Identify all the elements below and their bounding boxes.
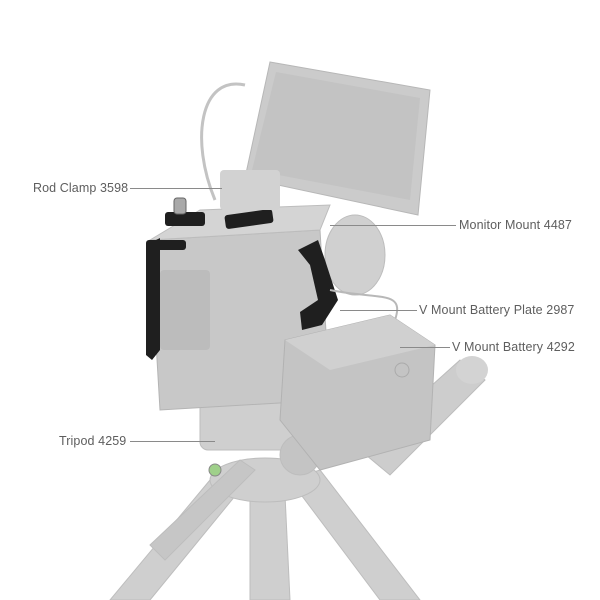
vmount-plate-leader-line [340, 310, 417, 311]
vmount-battery-label: V Mount Battery 4292 [452, 340, 575, 354]
vmount-plate-label: V Mount Battery Plate 2987 [419, 303, 575, 317]
lens-graphic [324, 214, 386, 296]
vmount-battery-leader-line [400, 347, 450, 348]
rod-clamp-leader-line [130, 188, 222, 189]
rod-clamp-label: Rod Clamp 3598 [33, 181, 129, 195]
cable-graphic [200, 82, 246, 201]
vmount-battery-graphic [279, 314, 436, 471]
rod-clamp-knob-graphic [173, 197, 187, 215]
monitor-mount-leader-line [330, 225, 456, 226]
monitor-graphic [220, 61, 431, 216]
tripod-leader-line [130, 441, 215, 442]
monitor-mount-label: Monitor Mount 4487 [459, 218, 572, 232]
tripod-label: Tripod 4259 [59, 434, 127, 448]
cage-parts-graphic [146, 209, 338, 360]
